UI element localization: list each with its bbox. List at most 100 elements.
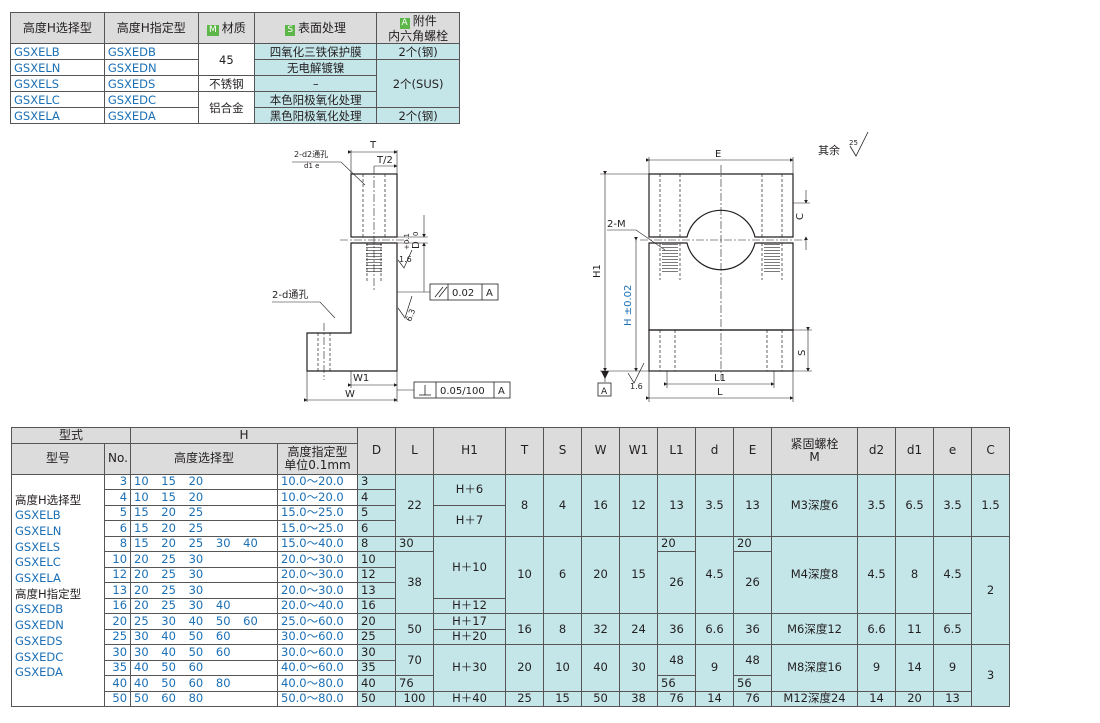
sel-cell: 25 30 40 50 60 — [130, 613, 279, 630]
dim-E: E — [715, 149, 721, 160]
L1-cell: 76 — [657, 690, 697, 707]
table-row: 5 15 20 25 15.0～25.0 5 H＋7 — [12, 504, 1010, 537]
d2-cell: 14 — [857, 690, 897, 707]
no-cell: 50 — [103, 690, 132, 707]
table-row: 35 40 50 60 40.0～60.0 35 — [12, 659, 1010, 676]
E-cell: 76 — [733, 690, 773, 707]
datum-a-3: A — [601, 387, 608, 397]
type-label: 高度H指定型 — [15, 586, 82, 601]
hdr-H1: H1 — [433, 427, 507, 475]
T-cell: 16 — [505, 613, 545, 645]
L-cell: 38 — [395, 551, 435, 614]
T-cell: 20 — [505, 644, 545, 692]
d-cell: 14 — [695, 690, 735, 707]
S-cell: 10 — [543, 644, 583, 692]
e-cell: 4.5 — [933, 535, 973, 614]
e-cell: 6.5 — [933, 613, 973, 645]
range-cell: 25.0～60.0 — [277, 613, 359, 630]
a-badge-icon: A — [399, 17, 410, 29]
table-row: 13 20 25 30 20.0～30.0 13 — [12, 582, 1010, 599]
H1-cell: H＋6 — [433, 473, 507, 506]
no-cell: 25 — [103, 628, 132, 645]
E-cell: 13 — [733, 473, 773, 537]
table-row: 20 25 30 40 50 60 25.0～60.0 20 50 H＋17 1… — [12, 613, 1010, 645]
D-cell: 40 — [357, 675, 397, 692]
E-cell: 48 — [733, 644, 773, 676]
e-cell: 3.5 — [933, 473, 973, 537]
range-cell: 40.0～80.0 — [277, 675, 359, 692]
table-row: GSXELS GSXEDS 不锈钢 – — [10, 75, 460, 92]
L-cell: 50 — [395, 613, 435, 645]
sel-cell: 40 50 60 80 — [130, 675, 279, 692]
L1-cell: 48 — [657, 644, 697, 676]
H1-cell: H＋20 — [433, 628, 507, 645]
hdr-h-select: 高度H选择型 — [10, 12, 105, 44]
datum-a-2: A — [498, 386, 505, 397]
H1-cell: H＋30 — [433, 644, 507, 692]
hdr-accessory-label1: 附件 — [412, 13, 437, 28]
S-cell: 6 — [543, 535, 583, 614]
no-cell: 6 — [103, 520, 132, 537]
sel-cell: 30 40 50 60 — [130, 644, 279, 661]
D-cell: 16 — [357, 597, 397, 614]
range-cell: 15.0～40.0 — [277, 535, 359, 552]
flatness-value: 0.02 — [452, 288, 474, 299]
type-label: GSXELB — [15, 508, 61, 523]
H1-cell: H＋10 — [433, 535, 507, 599]
surface-cell: 本色阳极氧化处理 — [254, 91, 378, 108]
select-cell: GSXELN — [10, 59, 105, 76]
D-cell: 20 — [357, 613, 397, 630]
no-cell: 12 — [103, 566, 132, 583]
d-cell: 9 — [695, 644, 735, 692]
type-label: GSXEDS — [15, 633, 63, 648]
L1-cell: 26 — [657, 551, 697, 614]
table-row: 10 20 25 30 20.0～30.0 10 38 26 26 — [12, 551, 1010, 614]
d1-cell: 8 — [895, 535, 935, 614]
D-cell: 3 — [357, 473, 397, 490]
d-cell: 3.5 — [695, 473, 735, 537]
dim-S: S — [797, 350, 808, 356]
d1-cell: 6.5 — [895, 473, 935, 537]
d2-cell: 3.5 — [857, 473, 897, 537]
rest-roughness-label: 其余 — [818, 143, 840, 157]
hdr-C: C — [971, 427, 1011, 475]
surface-cell: 黑色阳极氧化处理 — [254, 107, 378, 124]
e-cell: 9 — [933, 644, 973, 692]
hdr-material-label: 材质 — [221, 20, 246, 35]
hdr-bolt-M: M — [809, 449, 820, 464]
D-cell: 50 — [357, 690, 397, 707]
table-row: 6 15 20 25 15.0～25.0 6 — [12, 520, 1010, 537]
table-row: GSXELA GSXEDA 黑色阳极氧化处理 2个(钢) — [10, 107, 460, 124]
table-row: GSXELN GSXEDN 无电解镀镍 2个(SUS) — [10, 59, 460, 108]
material-cell: 不锈钢 — [197, 75, 256, 92]
dim-T: T — [369, 140, 377, 151]
L-cell: 76 — [395, 675, 435, 692]
front-view — [597, 131, 869, 402]
range-cell: 10.0～20.0 — [277, 473, 359, 490]
D-cell: 13 — [357, 582, 397, 599]
E-cell: 36 — [733, 613, 773, 645]
range-cell: 20.0～30.0 — [277, 582, 359, 599]
dim-T2: T/2 — [376, 155, 393, 166]
D-cell: 12 — [357, 566, 397, 583]
E-cell: 20 — [733, 535, 773, 552]
sel-cell: 15 20 25 — [130, 520, 279, 537]
no-cell: 20 — [103, 613, 132, 630]
T-cell: 8 — [505, 473, 545, 537]
H1-cell: H＋12 — [433, 597, 507, 614]
material-cell: 45 — [197, 43, 256, 76]
sel-cell: 20 25 30 — [130, 582, 279, 599]
d-cell: 6.6 — [695, 613, 735, 645]
hdr-hspec: 高度指定型单位0.1mm — [277, 442, 359, 475]
roughness-1-6: 1.6 — [399, 255, 412, 264]
side-lower-block — [306, 242, 398, 372]
no-cell: 40 — [103, 675, 132, 692]
s-badge-icon: S — [285, 24, 296, 36]
hdr-hsel: 高度选择型 — [130, 442, 279, 475]
sel-cell: 10 15 20 — [130, 473, 279, 490]
hdr-S: S — [543, 427, 583, 475]
D-cell: 6 — [357, 520, 397, 537]
sel-cell: 20 25 30 — [130, 566, 279, 583]
